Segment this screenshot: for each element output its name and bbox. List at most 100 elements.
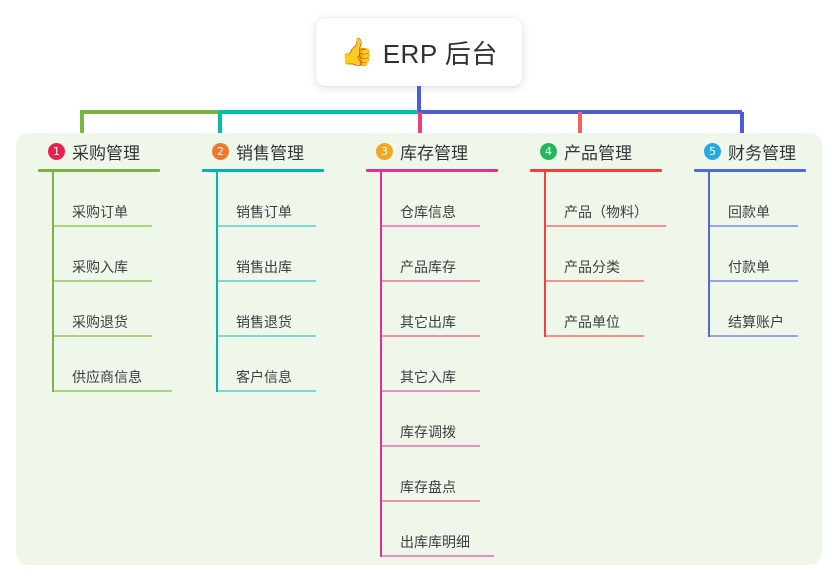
module-item[interactable]: 付款单 [708, 227, 834, 282]
module-title: 销售管理 [236, 143, 304, 163]
module-item[interactable]: 结算账户 [708, 282, 834, 337]
module-item-label: 采购退货 [72, 314, 128, 330]
module-item-label: 结算账户 [728, 314, 784, 330]
module-spine [380, 172, 382, 557]
module-item[interactable]: 产品（物料） [544, 172, 690, 227]
connector-stub-col-2 [218, 112, 222, 142]
module-column-4: 4 产品管理产品（物料） 产品分类产品单位 [530, 133, 690, 337]
module-item-rule [54, 225, 152, 227]
module-item-rule [382, 445, 480, 447]
root-node-card[interactable]: 👍 ERP 后台 [316, 18, 522, 86]
module-item-label: 采购入库 [72, 259, 128, 275]
module-item-label: 仓库信息 [400, 204, 456, 220]
module-item-label: 其它入库 [400, 369, 456, 385]
module-item-label: 回款单 [728, 204, 770, 220]
module-title: 库存管理 [400, 143, 468, 163]
module-item[interactable]: 其它出库 [380, 282, 526, 337]
module-header-2[interactable]: 2 销售管理 [202, 133, 352, 169]
module-item-rule [54, 335, 152, 337]
module-spine [216, 172, 218, 392]
module-header-4[interactable]: 4 产品管理 [530, 133, 690, 169]
module-item[interactable]: 采购入库 [52, 227, 188, 282]
connector-stub-col-4 [578, 112, 582, 142]
module-item[interactable]: 采购退货 [52, 282, 188, 337]
module-item-label: 客户信息 [236, 369, 292, 385]
module-item-rule [218, 280, 316, 282]
module-header-rule [202, 169, 324, 172]
module-item-rule [218, 390, 316, 392]
connector-stub-col-1 [80, 112, 84, 142]
module-item-label: 库存调拨 [400, 424, 456, 440]
module-item-rule [546, 225, 666, 227]
connector-stub-col-5 [740, 112, 744, 142]
thumbs-up-icon: 👍 [340, 36, 374, 68]
module-item[interactable]: 出库库明细 [380, 502, 526, 557]
module-number-badge: 2 [212, 142, 229, 160]
module-item[interactable]: 其它入库 [380, 337, 526, 392]
module-title: 采购管理 [72, 143, 140, 163]
module-item-rule [382, 280, 480, 282]
module-item[interactable]: 产品库存 [380, 227, 526, 282]
module-column-2: 2 销售管理销售订单销售出库销售退货客户信息 [202, 133, 352, 392]
module-item-rule [710, 225, 798, 227]
module-item-label: 出库库明细 [400, 534, 470, 550]
module-item-label: 产品单位 [564, 314, 620, 330]
module-title: 财务管理 [728, 143, 796, 163]
module-item-rule [382, 225, 480, 227]
module-item-rule [382, 500, 480, 502]
module-item-label: 库存盘点 [400, 479, 456, 495]
module-item[interactable]: 库存调拨 [380, 392, 526, 447]
connector-teal-segment [218, 110, 420, 114]
module-item-label: 销售退货 [236, 314, 292, 330]
module-item-list: 采购订单采购入库采购退货供应商信息 [38, 172, 188, 392]
connector-green-segment [80, 110, 220, 114]
module-item-label: 其它出库 [400, 314, 456, 330]
module-item[interactable]: 产品分类 [544, 227, 690, 282]
module-header-1[interactable]: 1 采购管理 [38, 133, 188, 169]
module-number-badge: 1 [48, 142, 65, 160]
module-number-badge: 4 [540, 142, 557, 160]
module-item-rule [218, 335, 316, 337]
module-item-rule [54, 390, 172, 392]
module-item-label: 采购订单 [72, 204, 128, 220]
module-item[interactable]: 仓库信息 [380, 172, 526, 227]
module-item-label: 产品（物料） [564, 204, 648, 220]
module-item[interactable]: 回款单 [708, 172, 834, 227]
module-spine [52, 172, 54, 392]
module-item[interactable]: 产品单位 [544, 282, 690, 337]
module-item[interactable]: 库存盘点 [380, 447, 526, 502]
module-item[interactable]: 销售出库 [216, 227, 352, 282]
module-item-rule [382, 335, 480, 337]
module-number-badge: 3 [376, 142, 393, 160]
module-item-rule [54, 280, 152, 282]
module-item-rule [218, 225, 316, 227]
module-spine [544, 172, 546, 337]
module-header-3[interactable]: 3 库存管理 [366, 133, 526, 169]
module-item-rule [710, 335, 798, 337]
page-title: ERP 后台 [382, 38, 498, 69]
module-item-list: 产品（物料） 产品分类产品单位 [530, 172, 690, 337]
module-column-1: 1 采购管理采购订单采购入库采购退货供应商信息 [38, 133, 188, 392]
module-item-label: 付款单 [728, 259, 770, 275]
module-item-rule [382, 555, 494, 557]
module-item[interactable]: 客户信息 [216, 337, 352, 392]
module-item-label: 销售出库 [236, 259, 292, 275]
module-item-label: 销售订单 [236, 204, 292, 220]
module-item-list: 仓库信息产品库存其它出库其它入库库存调拨库存盘点出库库明细 [366, 172, 526, 557]
module-item-rule [382, 390, 480, 392]
module-item[interactable]: 销售订单 [216, 172, 352, 227]
module-item-list: 回款单付款单结算账户 [694, 172, 834, 337]
module-item-label: 供应商信息 [72, 369, 142, 385]
modules-panel: 1 采购管理采购订单采购入库采购退货供应商信息 2 销售管理销售订单销售出库销售退货客… [16, 133, 822, 565]
module-item[interactable]: 供应商信息 [52, 337, 188, 392]
module-item[interactable]: 采购订单 [52, 172, 188, 227]
module-item[interactable]: 销售退货 [216, 282, 352, 337]
connector-stub-col-3 [418, 112, 422, 142]
module-header-rule [38, 169, 160, 172]
module-item-label: 产品分类 [564, 259, 620, 275]
module-title: 产品管理 [564, 143, 632, 163]
module-header-rule [530, 169, 662, 172]
module-item-rule [710, 280, 798, 282]
